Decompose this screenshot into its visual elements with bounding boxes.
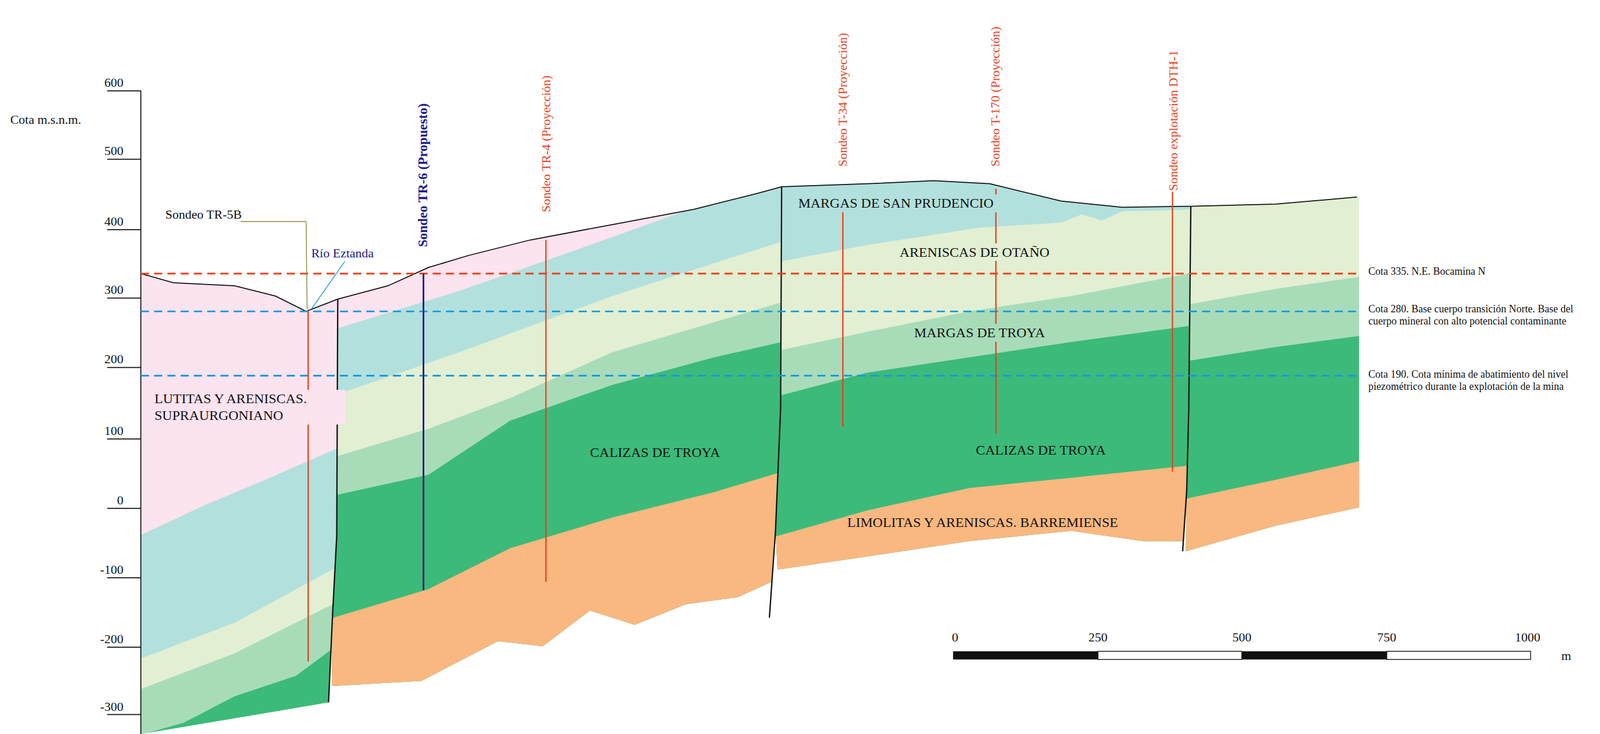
- formation-name: MARGAS DE TROYA: [910, 323, 1049, 342]
- scale-value: 500: [1232, 629, 1252, 644]
- cyan-unit: [132, 443, 347, 734]
- river-name: Río Eztanda: [310, 245, 374, 261]
- formation-label: ARENISCAS DE OTAÑO: [895, 243, 1053, 262]
- siltstone-unit: [326, 467, 796, 734]
- axis-title: Cota m.s.n.m.: [10, 112, 82, 127]
- axis-tick: -200: [100, 631, 124, 646]
- block-4: [1178, 189, 1373, 572]
- block-3: [770, 173, 1199, 734]
- axis-tick: 500: [104, 143, 124, 158]
- axis-ticks: [106, 90, 141, 714]
- scale-bar: [953, 650, 1531, 659]
- formation-name: ARENISCAS DE OTAÑO: [895, 243, 1053, 262]
- leader-line: [306, 221, 308, 310]
- pink-unit: [132, 254, 357, 734]
- formation-label: CALIZAS DE TROYA: [586, 443, 724, 462]
- scale-value: 0: [952, 629, 959, 644]
- level-note: Cota 280. Base cuerpo transición Norte. …: [1368, 302, 1591, 327]
- formation-label: MARGAS DE SAN PRUDENCIO: [794, 194, 998, 213]
- axis-tick: 600: [104, 75, 124, 90]
- formation-name: LUTITAS Y ARENISCAS. SUPRAURGONIANO: [150, 389, 345, 425]
- topography: [141, 180, 1358, 311]
- axis-tick: 200: [104, 351, 124, 366]
- boreholes: [308, 189, 1173, 662]
- cyan-unit: [326, 173, 796, 734]
- formation-name: MARGAS DE SAN PRUDENCIO: [794, 194, 998, 213]
- limestone-unit: [1178, 334, 1368, 572]
- axis: [140, 90, 142, 734]
- borehole-name: Sondeo T-170 (Proyección): [987, 26, 1003, 167]
- formation-name: LIMOLITAS Y ARENISCAS. BARREMIENSE: [843, 513, 1122, 532]
- leader-line: [241, 220, 307, 222]
- formation-name: CALIZAS DE TROYA: [972, 441, 1110, 459]
- marl-unit: [326, 297, 796, 734]
- scale-value: 1000: [1515, 629, 1541, 644]
- formation-label: CALIZAS DE TROYA: [972, 441, 1110, 459]
- scale-value: 250: [1088, 629, 1108, 644]
- formation-label: MARGAS DE TROYA: [910, 323, 1049, 342]
- level-note: Cota 190. Cota mínima de abatimiento del…: [1368, 368, 1591, 392]
- marl-unit: [132, 596, 347, 734]
- block-1: [132, 254, 357, 734]
- axis-tick: 300: [104, 282, 124, 297]
- level-line: [141, 272, 1360, 275]
- axis-tick: 400: [104, 213, 124, 229]
- borehole-name: Sondeo TR-5B: [165, 206, 242, 222]
- axis-tick: -300: [100, 698, 124, 714]
- axis-tick: -100: [100, 561, 124, 577]
- fault: [769, 186, 782, 618]
- siltstone-unit: [770, 464, 1199, 734]
- borehole-name: Sondeo TR-6 (Propuesto): [415, 103, 431, 247]
- axis-tick: 0: [117, 492, 124, 507]
- borehole-name: Sondeo explotación DTH-1: [1165, 50, 1181, 191]
- scale-unit: m: [1561, 647, 1572, 663]
- level-note: Cota 335. N.E. Bocamina N: [1368, 265, 1485, 278]
- sand-unit: [132, 561, 347, 734]
- fault: [1182, 206, 1191, 552]
- limestone-unit: [326, 338, 796, 734]
- formation-label: LUTITAS Y ARENISCAS. SUPRAURGONIANO: [150, 389, 345, 425]
- limestone-unit: [132, 637, 347, 734]
- borehole-proposed: [422, 273, 425, 590]
- pink-unit: [321, 173, 802, 734]
- level-line: [141, 310, 1360, 313]
- fault: [328, 298, 338, 702]
- level-line: [141, 374, 1360, 377]
- leader-line: [310, 261, 345, 310]
- block-2: [321, 173, 802, 734]
- formation-name: CALIZAS DE TROYA: [586, 443, 724, 462]
- limestone-unit: [770, 324, 1199, 734]
- scale-value: 750: [1377, 629, 1397, 644]
- marl-unit: [770, 271, 1199, 734]
- formation-label: LIMOLITAS Y ARENISCAS. BARREMIENSE: [843, 513, 1122, 532]
- axis-tick: 100: [104, 423, 124, 438]
- siltstone-unit: [1178, 458, 1368, 572]
- marl-unit: [1178, 275, 1368, 572]
- borehole-name: Sondeo T-34 (Proyección): [835, 32, 850, 167]
- borehole-name: Sondeo TR-4 (Proyección): [538, 75, 554, 213]
